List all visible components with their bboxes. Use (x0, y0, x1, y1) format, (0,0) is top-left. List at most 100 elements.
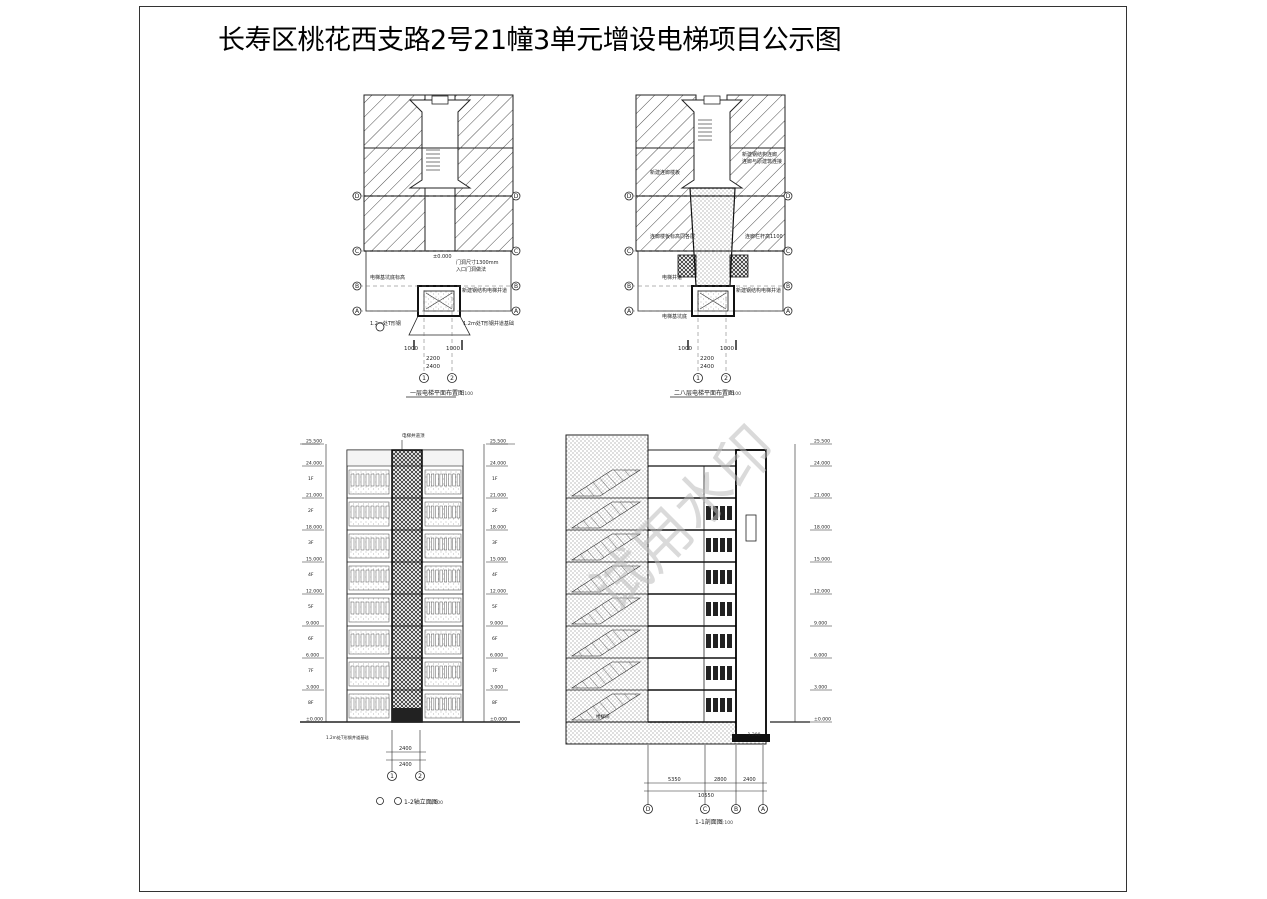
floor-label: 2F (492, 508, 498, 514)
floor-label: 7F (308, 668, 314, 674)
plan-upper-floors: 新建钢结构连廊 连廊与原建筑连接 新建连廊楼板 连廊楼板标高同各层 连廊栏杆高1… (624, 94, 793, 398)
svg-text:D: D (355, 193, 360, 200)
svg-text:2: 2 (418, 773, 422, 780)
floor-label: 1F (492, 476, 498, 482)
svg-text:连廊栏杆高1100: 连廊栏杆高1100 (745, 233, 783, 240)
plan1-dim-total: 2400 (426, 364, 440, 370)
floor-label: 5F (308, 604, 314, 610)
elev-note: 1.2m处T形钢井道基础 (326, 734, 369, 741)
plan2-caption: 二八层电梯平面布置图 (674, 389, 734, 397)
floor-label: 3F (492, 540, 498, 546)
level-label: 12.000 (490, 589, 506, 595)
plan2-scale: 1:100 (728, 391, 741, 397)
section-dim-b: 2800 (714, 777, 727, 783)
elev-dim-a: 2400 (399, 746, 412, 752)
level-label: 24.000 (490, 461, 506, 467)
section-1-1: 25.50024.00021.00018.00015.00012.0009.00… (565, 434, 832, 826)
section-scale: 1:100 (720, 820, 733, 826)
section-room: 楼梯间 (596, 713, 610, 720)
level-label: 12.000 (306, 589, 322, 595)
svg-text:2: 2 (450, 375, 454, 382)
level-label: 9.000 (490, 621, 503, 627)
level-label: 12.000 (814, 589, 830, 595)
level-label: 15.000 (306, 557, 322, 563)
svg-text:1.2m处T形钢: 1.2m处T形钢 (370, 320, 401, 327)
svg-text:新建连廊楼板: 新建连廊楼板 (650, 169, 680, 176)
svg-text:门洞尺寸1300mm: 门洞尺寸1300mm (456, 259, 499, 266)
floor-label: 4F (308, 572, 314, 578)
sheet-border (139, 6, 1127, 892)
elev-scale: 1:100 (430, 800, 443, 806)
level-label: 15.000 (490, 557, 506, 563)
level-label: 25.500 (814, 439, 830, 445)
level-label: 21.000 (306, 493, 322, 499)
level-label: 3.000 (306, 685, 319, 691)
floor-label: 8F (492, 700, 498, 706)
svg-text:A: A (761, 806, 766, 813)
level-label: 3.000 (490, 685, 503, 691)
svg-text:C: C (355, 248, 359, 255)
level-label: 3.000 (814, 685, 827, 691)
level-label: ±0.000 (814, 717, 831, 723)
section-dim-c: 2400 (743, 777, 756, 783)
elev-dim-b: 2400 (399, 762, 412, 768)
floor-label: 6F (308, 636, 314, 642)
plan2-dim-left: 1000 (678, 346, 692, 352)
svg-text:新建钢结构电梯井道: 新建钢结构电梯井道 (462, 287, 507, 294)
level-label: 18.000 (306, 525, 322, 531)
svg-text:C: C (703, 806, 707, 813)
plan1-dim-right: 1000 (446, 346, 460, 352)
level-label: 6.000 (490, 653, 503, 659)
svg-text:1: 1 (696, 375, 700, 382)
svg-text:B: B (627, 283, 631, 290)
svg-text:C: C (627, 248, 631, 255)
svg-text:连廊楼板标高同各层: 连廊楼板标高同各层 (650, 233, 695, 240)
svg-text:电梯井道: 电梯井道 (662, 274, 682, 281)
svg-text:A: A (514, 308, 519, 315)
level-label: 9.000 (306, 621, 319, 627)
level-label: 6.000 (814, 653, 827, 659)
section-pit: -1.200 (746, 732, 761, 738)
svg-text:1.2m处T形钢井道基础: 1.2m处T形钢井道基础 (463, 320, 514, 327)
plan1-scale: 1:100 (460, 391, 473, 397)
level-label: 21.000 (814, 493, 830, 499)
level-label: 15.000 (814, 557, 830, 563)
level-label: 6.000 (306, 653, 319, 659)
svg-text:C: C (786, 248, 790, 255)
floor-label: 7F (492, 668, 498, 674)
floor-label: 4F (492, 572, 498, 578)
plan1-dim-left: 1000 (404, 346, 418, 352)
elev-caption: 1-2轴立面图 (404, 798, 438, 806)
svg-text:A: A (627, 308, 632, 315)
svg-text:1: 1 (390, 773, 394, 780)
svg-text:电梯基坑底: 电梯基坑底 (662, 313, 687, 320)
svg-text:D: D (786, 193, 791, 200)
svg-text:D: D (646, 806, 651, 813)
level-label: 25.500 (490, 439, 506, 445)
plan1-caption: 一层电梯平面布置图 (410, 389, 464, 397)
svg-text:B: B (734, 806, 738, 813)
level-label: 18.000 (814, 525, 830, 531)
svg-text:B: B (786, 283, 790, 290)
floor-label: 3F (308, 540, 314, 546)
plan2-dim-total: 2400 (700, 364, 714, 370)
svg-text:B: B (355, 283, 359, 290)
floor-label: 6F (492, 636, 498, 642)
svg-text:电梯基坑底标高: 电梯基坑底标高 (370, 274, 405, 281)
svg-text:新建钢结构连廊: 新建钢结构连廊 (742, 151, 777, 158)
svg-text:连廊与原建筑连接: 连廊与原建筑连接 (742, 158, 782, 165)
svg-text:C: C (514, 248, 518, 255)
level-label: ±0.000 (490, 717, 507, 723)
level-label: 24.000 (306, 461, 322, 467)
level-label: 24.000 (814, 461, 830, 467)
plan2-dim-mid: 2200 (700, 356, 714, 362)
svg-text:2: 2 (724, 375, 728, 382)
level-label: 21.000 (490, 493, 506, 499)
level-label: ±0.000 (306, 717, 323, 723)
svg-text:新建钢结构电梯井道: 新建钢结构电梯井道 (736, 287, 781, 294)
sheet-title: 长寿区桃花西支路2号21幢3单元增设电梯项目公示图 (218, 25, 842, 56)
svg-text:1: 1 (422, 375, 426, 382)
plan1-dim-mid: 2200 (426, 356, 440, 362)
level-label: 25.500 (306, 439, 322, 445)
